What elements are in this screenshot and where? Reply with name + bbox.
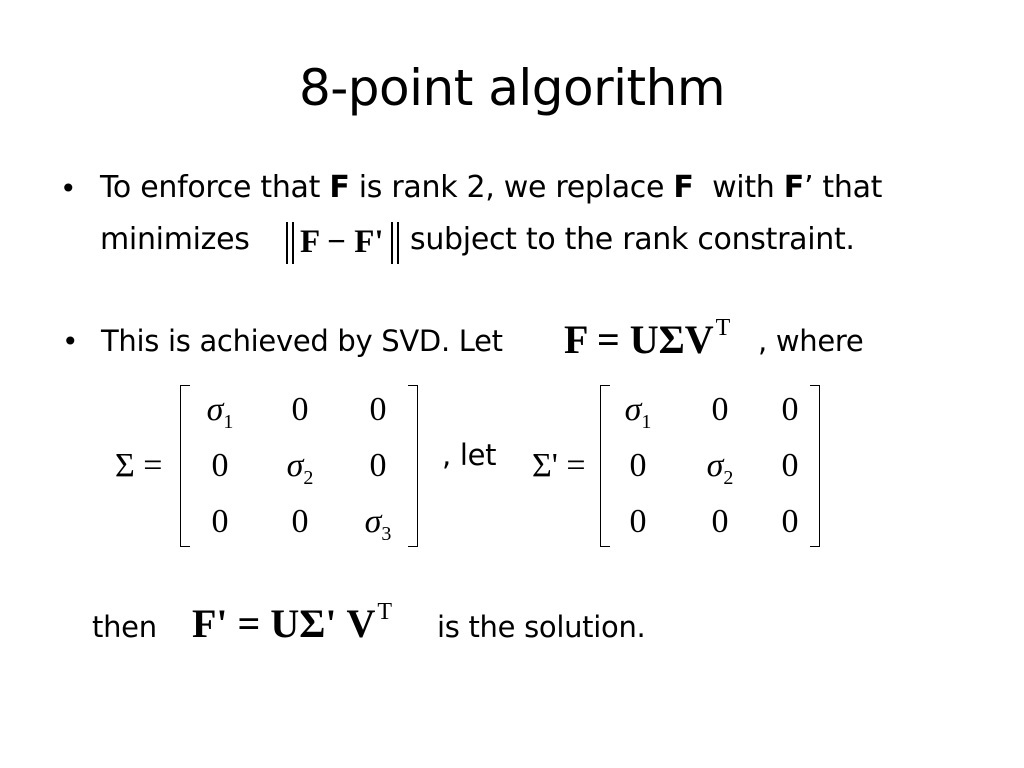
matrix-cell: σ1: [608, 390, 668, 434]
cell-sym: 0: [211, 447, 229, 484]
cell-sym: 0: [711, 503, 729, 540]
cell-sym: 0: [291, 391, 309, 428]
cell-sym: σ: [364, 503, 382, 540]
cell-sub: 2: [303, 467, 314, 489]
matrix-cell: σ1: [190, 390, 250, 434]
transpose-sup: T: [715, 315, 731, 341]
bold-f: F: [783, 170, 805, 205]
bullet1-line1: To enforce that F is rank 2, we replace …: [100, 170, 882, 206]
matrix-cell: 0: [608, 502, 668, 546]
matrix-cell: 0: [608, 446, 668, 490]
bullet2-text: This is achieved by SVD. Let: [101, 324, 503, 358]
text-run: with: [693, 170, 784, 205]
text-run: is rank 2, we replace: [349, 170, 674, 205]
matrix-cell: 0: [760, 390, 820, 434]
let-text: , let: [442, 438, 497, 472]
matrix-cell: 0: [270, 390, 330, 434]
matrix-cell: 0: [348, 390, 408, 434]
solution-expr: F' = UΣ' V: [192, 601, 376, 646]
matrix-cell: σ2: [270, 446, 330, 490]
bullet-marker: •: [60, 172, 77, 205]
sigma-prime-matrix: σ1 0 0 0 σ2 0 0 0 0: [600, 385, 820, 547]
cell-sym: 0: [781, 447, 799, 484]
cell-sym: 0: [369, 391, 387, 428]
bold-f: F: [673, 170, 694, 205]
cell-sym: 0: [629, 447, 647, 484]
cell-sym: 0: [211, 503, 229, 540]
slide-title: 8-point algorithm: [298, 59, 726, 117]
text-run: To enforce that: [100, 170, 330, 205]
matrix-cell: 0: [760, 446, 820, 490]
bullet1-line2-label: minimizes: [100, 222, 250, 257]
bullet2-where: , where: [758, 324, 864, 358]
bullet-marker: •: [62, 325, 79, 358]
bracket-right: [810, 385, 820, 547]
matrix-cell: 0: [760, 502, 820, 546]
sigma-prime-lhs: Σ' =: [532, 447, 586, 484]
cell-sub: 1: [641, 411, 652, 433]
bullet1-line2-rest: subject to the rank constraint.: [410, 222, 855, 257]
solution-expression: F' = UΣ' VT: [192, 599, 393, 654]
sigma-lhs: Σ =: [115, 447, 163, 484]
cell-sym: σ: [624, 391, 642, 428]
cell-sym: 0: [291, 503, 309, 540]
matrix-cell: 0: [348, 446, 408, 490]
cell-sym: 0: [711, 391, 729, 428]
cell-sym: σ: [206, 391, 224, 428]
matrix-cell: 0: [690, 390, 750, 434]
matrix-cell: 0: [270, 502, 330, 546]
cell-sym: 0: [629, 503, 647, 540]
bold-f: F: [329, 170, 350, 205]
norm-bar-left: [292, 222, 294, 264]
svd-expression: F = UΣVT: [564, 315, 731, 370]
norm-bar-left: [286, 222, 288, 264]
norm-content: F − F': [300, 224, 384, 260]
norm-bar-right: [397, 222, 399, 264]
bracket-left: [600, 385, 610, 547]
bracket-left: [180, 385, 190, 547]
text-run: ’ that: [803, 170, 883, 205]
norm-bar-right: [391, 222, 393, 264]
cell-sub: 3: [381, 523, 392, 545]
transpose-sup: T: [377, 599, 393, 625]
cell-sub: 1: [223, 411, 234, 433]
solution-text: is the solution.: [437, 610, 646, 644]
cell-sym: σ: [286, 447, 304, 484]
cell-sym: 0: [369, 447, 387, 484]
then-text: then: [92, 610, 157, 644]
cell-sym: σ: [706, 447, 724, 484]
sigma-matrix: σ1 0 0 0 σ2 0 0 0 σ3: [180, 385, 418, 547]
svd-expr: F = UΣV: [564, 317, 714, 362]
norm-expression: F − F': [284, 220, 406, 266]
matrix-cell: σ2: [690, 446, 750, 490]
bracket-right: [408, 385, 418, 547]
matrix-cell: 0: [690, 502, 750, 546]
cell-sym: 0: [781, 391, 799, 428]
matrix-cell: 0: [190, 446, 250, 490]
matrix-cell: 0: [190, 502, 250, 546]
cell-sym: 0: [781, 503, 799, 540]
cell-sub: 2: [723, 467, 734, 489]
matrix-cell: σ3: [348, 502, 408, 546]
